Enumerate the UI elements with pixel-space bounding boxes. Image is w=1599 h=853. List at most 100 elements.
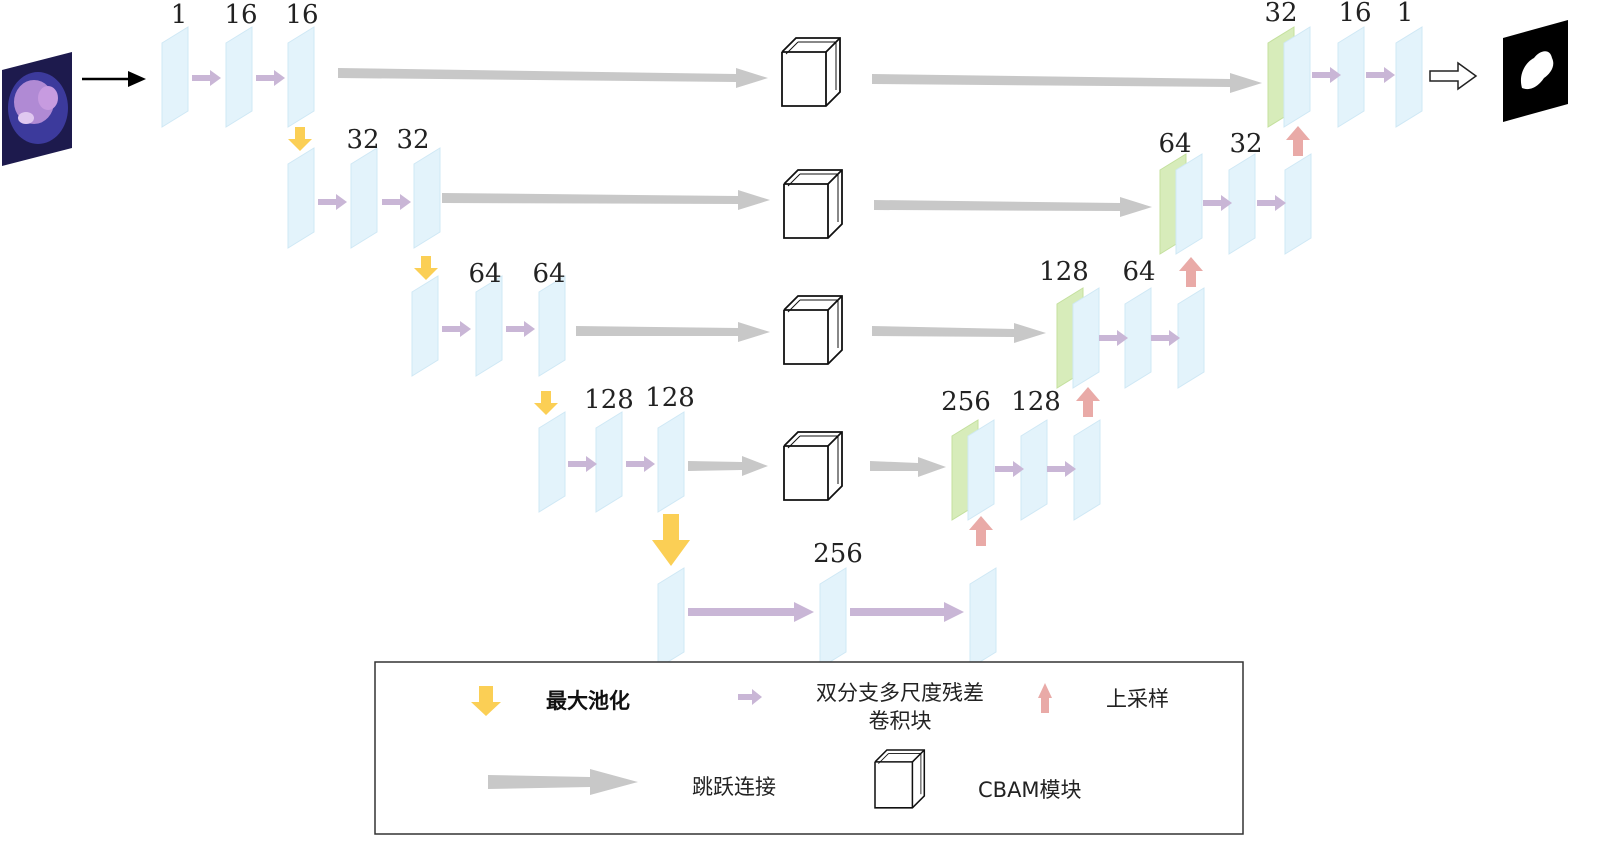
conv-block-arrow xyxy=(1257,195,1286,211)
maxpool-arrow xyxy=(414,256,438,280)
legend-conv-label-line2: 卷积块 xyxy=(869,709,932,733)
channel-label: 256 xyxy=(941,387,991,417)
feature-map-dec3-c xyxy=(1177,287,1205,389)
conv-block-arrow xyxy=(506,321,535,337)
feature-map-enc3-a xyxy=(411,275,439,377)
skip-connection-arrow xyxy=(870,457,946,477)
feature-map-dec2-b xyxy=(1228,153,1256,255)
channel-label: 32 xyxy=(396,125,429,155)
channel-label: 256 xyxy=(813,539,863,569)
channel-label: 1 xyxy=(171,0,188,30)
channel-label: 64 xyxy=(1122,257,1155,287)
channel-label: 32 xyxy=(1229,129,1262,159)
legend-maxpool-label: 最大池化 xyxy=(546,689,630,713)
channel-label: 128 xyxy=(1011,387,1061,417)
feature-map-dec1-a xyxy=(1283,26,1311,128)
maxpool-arrow xyxy=(288,127,312,151)
conv-block-arrow xyxy=(1366,67,1395,83)
feature-map-dec1-c xyxy=(1395,26,1423,128)
legend-skip-label: 跳跃连接 xyxy=(692,775,776,799)
skip-connection-arrow xyxy=(442,190,770,210)
conv-block-arrow xyxy=(1047,461,1076,477)
maxpool-arrow xyxy=(534,391,558,415)
conv-block-arrow xyxy=(442,321,471,337)
feature-map-enc3-c xyxy=(538,275,566,377)
feature-map-enc2-a xyxy=(287,147,315,249)
conv-block-arrow xyxy=(382,194,411,210)
feature-map-enc4-b xyxy=(595,411,623,513)
feature-map-dec3-b xyxy=(1124,287,1152,389)
upsample-arrow xyxy=(1179,257,1203,287)
feature-map-dec2-a xyxy=(1175,153,1203,255)
skip-connection-arrow xyxy=(338,68,768,88)
channel-label: 128 xyxy=(645,383,695,413)
conv-block-arrow xyxy=(1312,67,1341,83)
conv-block-arrow xyxy=(568,456,597,472)
legend-upsample-label: 上采样 xyxy=(1106,687,1169,711)
legend-conv-label-line1: 双分支多尺度残差 xyxy=(816,681,984,705)
skip-connection-arrow xyxy=(872,323,1046,343)
feature-map-bottleneck-b xyxy=(819,567,847,669)
feature-map-bottleneck-c xyxy=(969,567,997,669)
maxpool-arrow xyxy=(652,514,690,566)
feature-map-dec4-a xyxy=(967,419,995,521)
feature-map-enc3-b xyxy=(475,275,503,377)
upsample-arrow xyxy=(1076,387,1100,417)
conv-block-arrow xyxy=(318,194,347,210)
channel-label: 64 xyxy=(1158,129,1191,159)
conv-block-arrow xyxy=(688,602,814,622)
channel-label: 128 xyxy=(584,385,634,415)
input-arrow xyxy=(82,71,146,87)
channel-label: 16 xyxy=(224,0,257,30)
cbam-module-icon xyxy=(783,431,843,501)
cbam-module-icon xyxy=(781,37,841,107)
channel-label: 16 xyxy=(1338,0,1371,28)
skip-connection-arrow xyxy=(872,73,1262,93)
conv-block-arrow xyxy=(192,70,221,86)
feature-map-enc1-b xyxy=(225,26,253,128)
feature-map-enc1-a xyxy=(161,26,189,128)
conv-block-arrow xyxy=(256,70,285,86)
legend-cbam-icon xyxy=(874,749,926,809)
skip-connection-arrow xyxy=(576,322,770,342)
upsample-arrow xyxy=(969,516,993,546)
output-arrow xyxy=(1429,61,1478,91)
output-mask-image xyxy=(1503,20,1568,122)
legend-maxpool-icon xyxy=(471,686,501,716)
legend: 最大池化 双分支多尺度残差 卷积块 上采样 跳跃连接 CBAM模块 xyxy=(374,661,1244,835)
legend-cbam-label: CBAM模块 xyxy=(978,778,1082,802)
conv-block-arrow xyxy=(626,456,655,472)
channel-label: 64 xyxy=(532,259,565,289)
channel-label: 128 xyxy=(1039,257,1089,287)
feature-map-dec2-c xyxy=(1284,153,1312,255)
feature-map-dec3-a xyxy=(1072,287,1100,389)
channel-label: 64 xyxy=(468,259,501,289)
legend-upsample-icon xyxy=(1038,683,1052,713)
feature-map-enc1-c xyxy=(287,26,315,128)
conv-block-arrow xyxy=(850,602,964,622)
cbam-module-icon xyxy=(783,169,843,239)
feature-map-enc4-a xyxy=(538,411,566,513)
channel-label: 32 xyxy=(346,125,379,155)
legend-conv-icon xyxy=(738,689,762,705)
conv-block-arrow xyxy=(995,461,1024,477)
feature-map-bottleneck-a xyxy=(657,567,685,669)
legend-skip-icon xyxy=(488,769,638,795)
channel-label: 16 xyxy=(285,0,318,30)
feature-map-enc2-b xyxy=(350,147,378,249)
skip-connection-arrow xyxy=(688,456,768,476)
feature-map-enc4-c xyxy=(657,411,685,513)
feature-map-dec4-c xyxy=(1073,419,1101,521)
skip-connection-arrow xyxy=(874,197,1152,217)
feature-map-dec4-b xyxy=(1020,419,1048,521)
channel-label: 32 xyxy=(1264,0,1297,28)
conv-block-arrow xyxy=(1151,330,1180,346)
conv-block-arrow xyxy=(1099,330,1128,346)
input-ct-image xyxy=(2,52,72,166)
channel-label: 1 xyxy=(1397,0,1414,28)
feature-map-enc2-c xyxy=(413,147,441,249)
conv-block-arrow xyxy=(1203,195,1232,211)
cbam-module-icon xyxy=(783,295,843,365)
upsample-arrow xyxy=(1286,126,1310,156)
